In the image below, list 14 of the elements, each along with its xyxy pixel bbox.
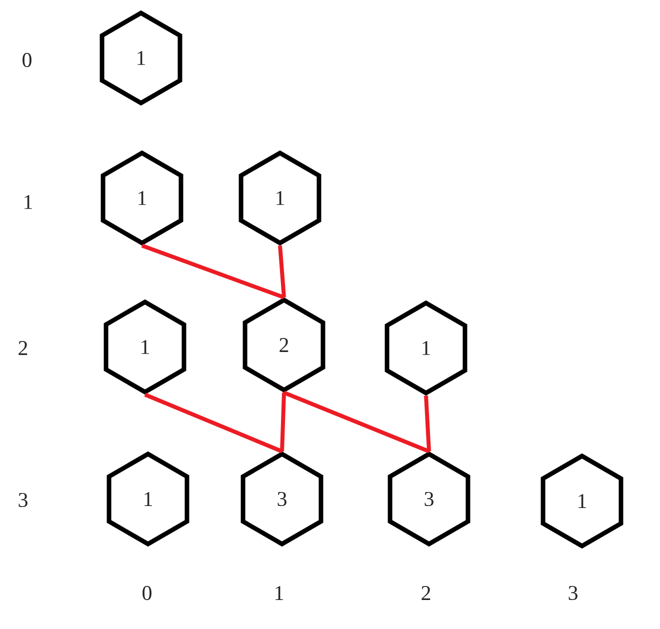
row-number: 3 (18, 492, 28, 508)
connector-line (141, 244, 285, 300)
connector-line (144, 392, 283, 454)
column-number: 3 (568, 586, 578, 600)
connector-line (278, 245, 286, 298)
row-number: 2 (18, 341, 28, 355)
connector-line (283, 390, 430, 454)
connector-line (424, 396, 431, 452)
column-number: 2 (422, 586, 430, 600)
connector-line (280, 392, 286, 452)
column-number: 1 (276, 586, 283, 600)
column-number: 0 (142, 586, 152, 600)
row-number: 1 (24, 195, 32, 209)
row-number: 0 (22, 52, 32, 68)
